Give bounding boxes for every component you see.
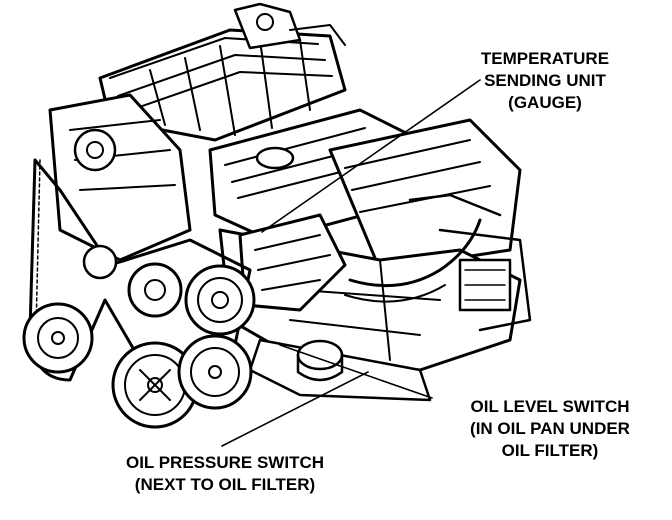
- temperature-label-line-3: (GAUGE): [508, 93, 582, 112]
- hoses: [344, 193, 502, 303]
- oil-pressure-label-line-2: (NEXT TO OIL FILTER): [134, 475, 316, 494]
- leader-oil-pressure: [221, 371, 369, 447]
- leader-oil-level: [279, 344, 433, 399]
- oil-level-label-line-3: OIL FILTER): [501, 441, 599, 460]
- cylinder-heads: [208, 108, 522, 272]
- leader-temperature: [261, 79, 481, 233]
- oil-level-switch-label: OIL LEVEL SWITCH (IN OIL PAN UNDER OIL F…: [432, 396, 668, 462]
- accessory-bracket: [48, 93, 192, 262]
- oil-level-label-line-2: (IN OIL PAN UNDER: [470, 419, 630, 438]
- pulleys: [22, 244, 256, 429]
- temperature-sending-unit-label: TEMPERATURE SENDING UNIT (GAUGE): [450, 48, 640, 114]
- oil-pressure-switch-label: OIL PRESSURE SWITCH (NEXT TO OIL FILTER): [90, 452, 360, 496]
- oil-level-label-line-1: OIL LEVEL SWITCH: [470, 397, 630, 416]
- temperature-label-line-1: TEMPERATURE: [480, 49, 610, 68]
- temperature-label-line-2: SENDING UNIT: [484, 71, 606, 90]
- leader-lines: [221, 79, 481, 447]
- oil-pressure-label-line-1: OIL PRESSURE SWITCH: [125, 453, 325, 472]
- intake-plenum: [98, 2, 347, 142]
